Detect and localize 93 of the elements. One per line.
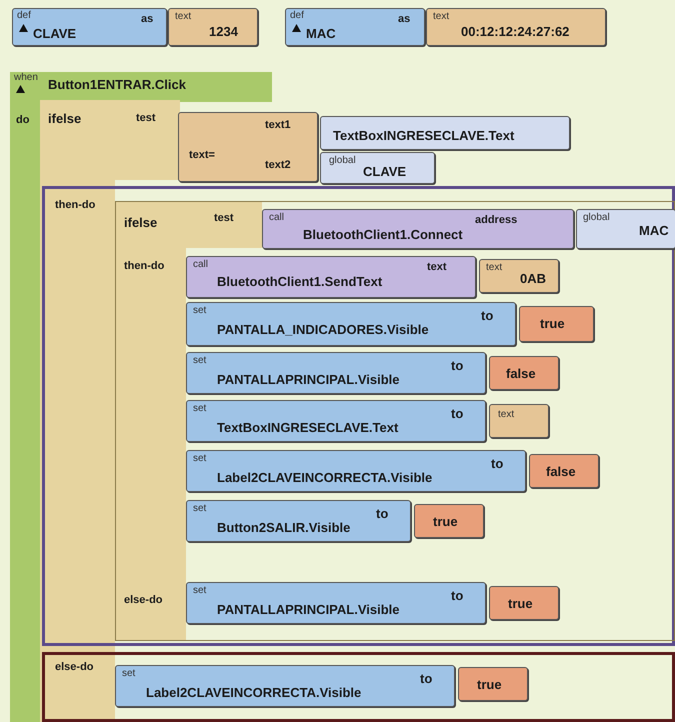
block-text: to — [451, 359, 464, 374]
block-text: false — [546, 465, 576, 480]
socket-label: then-do — [55, 199, 96, 212]
block-text: Button2SALIR.Visible — [217, 521, 350, 536]
keyword-label: text — [433, 11, 450, 22]
socket-label: as — [141, 13, 154, 26]
block-text: Button1ENTRAR.Click — [48, 78, 186, 92]
property-getter-block — [320, 116, 570, 150]
block-text: to — [451, 407, 464, 422]
method-call-block — [186, 256, 476, 298]
setter-block — [186, 582, 486, 624]
block-text: CLAVE — [33, 27, 76, 42]
boolean-value-block — [489, 586, 559, 620]
keyword-label: def — [17, 10, 31, 21]
setter-block — [186, 450, 526, 492]
block-text: true — [540, 317, 565, 332]
keyword-label: set — [122, 668, 136, 679]
compare-block — [178, 112, 318, 182]
keyword-label: call — [193, 259, 208, 270]
block-text: TextBoxINGRESECLAVE.Text — [217, 421, 398, 436]
keyword-label: call — [269, 212, 284, 223]
highlight-frame — [42, 652, 675, 722]
socket-label: text2 — [265, 159, 291, 172]
socket-label: test — [136, 112, 156, 124]
block-text: to — [491, 457, 504, 472]
block-text: to — [481, 309, 494, 324]
socket-label: else-do — [55, 661, 94, 674]
keyword-label: set — [193, 403, 206, 414]
block-text: Label2CLAVEINCORRECTA.Visible — [217, 471, 432, 486]
block-text: true — [433, 515, 458, 530]
socket-label: address — [475, 214, 518, 226]
text-value-block — [426, 8, 606, 46]
block-text: PANTALLA_INDICADORES.Visible — [217, 323, 429, 338]
block-text: ifelse — [48, 112, 82, 126]
block-text: 1234 — [209, 25, 238, 40]
boolean-value-block — [414, 504, 484, 538]
socket-label: then-do — [124, 260, 164, 272]
setter-block — [186, 500, 411, 542]
keyword-label: global — [583, 212, 610, 223]
boolean-value-block — [519, 306, 594, 342]
setter-block — [186, 400, 486, 442]
block-text: true — [508, 597, 533, 612]
socket-label: else-do — [124, 594, 163, 606]
socket-label: do — [16, 114, 30, 126]
keyword-label: text — [175, 11, 192, 22]
text-value-block — [479, 259, 559, 293]
block-text: to — [451, 589, 464, 604]
ifelse-block — [115, 201, 675, 641]
text-value-block — [489, 404, 549, 438]
variable-getter-block — [320, 152, 435, 184]
boolean-value-block — [489, 356, 559, 390]
block-text: true — [477, 678, 502, 692]
block-text: 00:12:12:24:27:62 — [461, 25, 570, 40]
socket-label: as — [398, 13, 410, 26]
block-text: BluetoothClient1.Connect — [303, 228, 463, 242]
keyword-label: set — [193, 585, 206, 596]
definition-block — [12, 8, 167, 46]
setter-block — [186, 352, 486, 394]
keyword-label: when — [14, 72, 38, 83]
block-text: BluetoothClient1.SendText — [217, 275, 382, 290]
keyword-label: text — [486, 262, 502, 273]
block-text: PANTALLAPRINCIPAL.Visible — [217, 373, 400, 388]
block-text: to — [376, 507, 388, 522]
variable-getter-block — [576, 209, 675, 249]
socket-label: text= — [189, 149, 215, 162]
socket-label: text — [427, 261, 447, 274]
block-text: false — [506, 367, 536, 382]
keyword-label: set — [193, 305, 206, 316]
block-text: ifelse — [124, 216, 158, 230]
keyword-label: set — [193, 453, 206, 464]
keyword-label: set — [193, 355, 206, 366]
highlight-frame — [42, 186, 675, 646]
block-text: Label2CLAVEINCORRECTA.Visible — [146, 686, 362, 700]
block-text: 0AB — [520, 272, 546, 286]
definition-block — [285, 8, 425, 46]
socket-label: test — [214, 212, 234, 224]
socket-label: text1 — [265, 119, 291, 132]
setter-block — [115, 665, 455, 707]
setter-block — [186, 302, 516, 346]
boolean-value-block — [529, 454, 599, 488]
block-text: MAC — [639, 224, 669, 238]
block-text: MAC — [306, 27, 336, 42]
block-text: CLAVE — [363, 165, 406, 180]
method-call-block — [262, 209, 574, 249]
boolean-value-block — [458, 667, 528, 701]
block-text: PANTALLAPRINCIPAL.Visible — [217, 603, 400, 618]
text-value-block — [168, 8, 258, 46]
keyword-label: text — [498, 409, 514, 420]
block-text: TextBoxINGRESECLAVE.Text — [333, 129, 514, 144]
block-text: to — [420, 672, 432, 686]
keyword-label: set — [193, 503, 206, 514]
keyword-label: def — [290, 10, 304, 21]
keyword-label: global — [329, 155, 356, 166]
